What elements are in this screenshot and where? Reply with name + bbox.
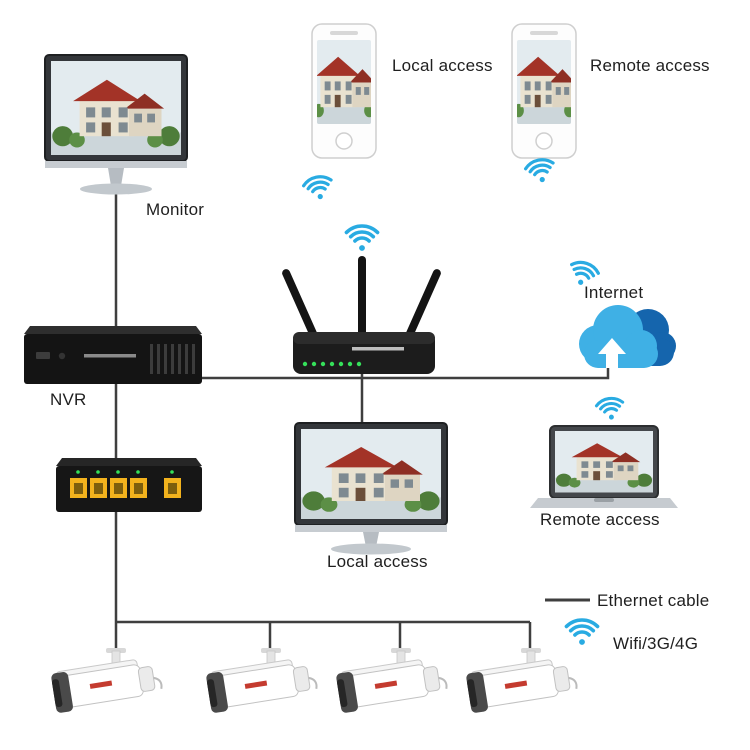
wifi-icon [344,224,380,253]
wifi-icon [564,618,600,647]
smartphone-local [311,23,377,159]
legend-wifi-label: Wifi/3G/4G [613,634,699,653]
wifi-icon [300,172,337,204]
router-antenna [282,269,319,342]
legend-ethernet-label: Ethernet cable [597,591,710,610]
ip-camera-2 [204,647,320,715]
local-access-top-label: Local access [392,56,493,75]
remote-access-top-label: Remote access [590,56,710,75]
ip-camera-1 [49,647,165,715]
wifi-icon [594,395,627,423]
upload-arrow-icon [598,338,626,368]
wifi-icon [522,155,559,187]
house-photo [51,61,181,155]
house-photo [555,431,653,493]
nvr-label: NVR [50,390,87,409]
router-status-leds [302,361,362,367]
smartphone-remote [511,23,577,159]
nvr-device [24,326,202,384]
local-access-bottom-label: Local access [327,552,428,571]
switch-ports [70,470,181,498]
internet-cloud-icon [579,305,676,368]
nvr-vents [150,344,195,374]
monitor-device [44,54,188,195]
remote-access-bottom-label: Remote access [540,510,660,529]
house-photo [301,429,441,519]
local-access-monitor [294,422,448,555]
usb-port [36,352,50,359]
ip-camera-4 [464,647,580,715]
legend [545,598,600,647]
internet-label: Internet [584,283,644,302]
router-antenna [404,269,441,342]
power-button [58,352,66,360]
ethernet-cables [114,193,610,650]
laptop-device [530,425,678,508]
wireless-router [282,256,441,374]
monitor-label: Monitor [146,200,205,219]
ip-camera-3 [334,647,450,715]
poe-switch-device [56,458,202,512]
router-antenna [358,256,366,338]
